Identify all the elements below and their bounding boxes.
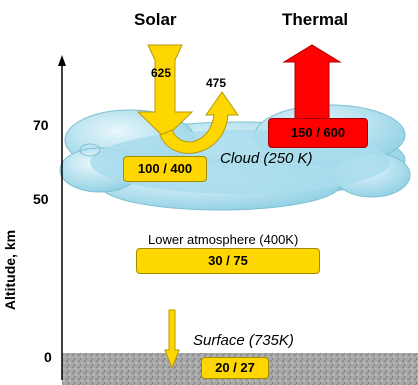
tick-70: 70 bbox=[33, 117, 49, 133]
tick-0: 0 bbox=[44, 349, 52, 365]
cloud-label: Cloud (250 K) bbox=[220, 150, 313, 167]
thermal-up-arrow bbox=[282, 44, 342, 126]
axis-arrowhead bbox=[58, 55, 66, 66]
lower-atmosphere-label: Lower atmosphere (400K) bbox=[148, 232, 299, 247]
solar-header: Solar bbox=[134, 10, 177, 29]
solar-down-arrow bbox=[136, 44, 194, 139]
solar-down-value: 625 bbox=[151, 66, 172, 80]
cloud-flux-box: 100 / 400 bbox=[123, 156, 207, 182]
thermal-flux-box: 150 / 600 bbox=[268, 118, 368, 148]
solar-reflected-value: 475 bbox=[206, 76, 227, 90]
surface-down-arrow bbox=[164, 309, 180, 370]
tick-50: 50 bbox=[33, 191, 49, 207]
solar-reflected-arrow bbox=[159, 91, 239, 154]
surface-label: Surface (735K) bbox=[193, 332, 294, 349]
thermal-header: Thermal bbox=[282, 10, 349, 29]
altitude-axis-label: Altitude, km bbox=[2, 229, 19, 311]
lower-atmosphere-flux-box: 30 / 75 bbox=[136, 248, 320, 274]
surface-flux-box: 20 / 27 bbox=[201, 357, 269, 379]
